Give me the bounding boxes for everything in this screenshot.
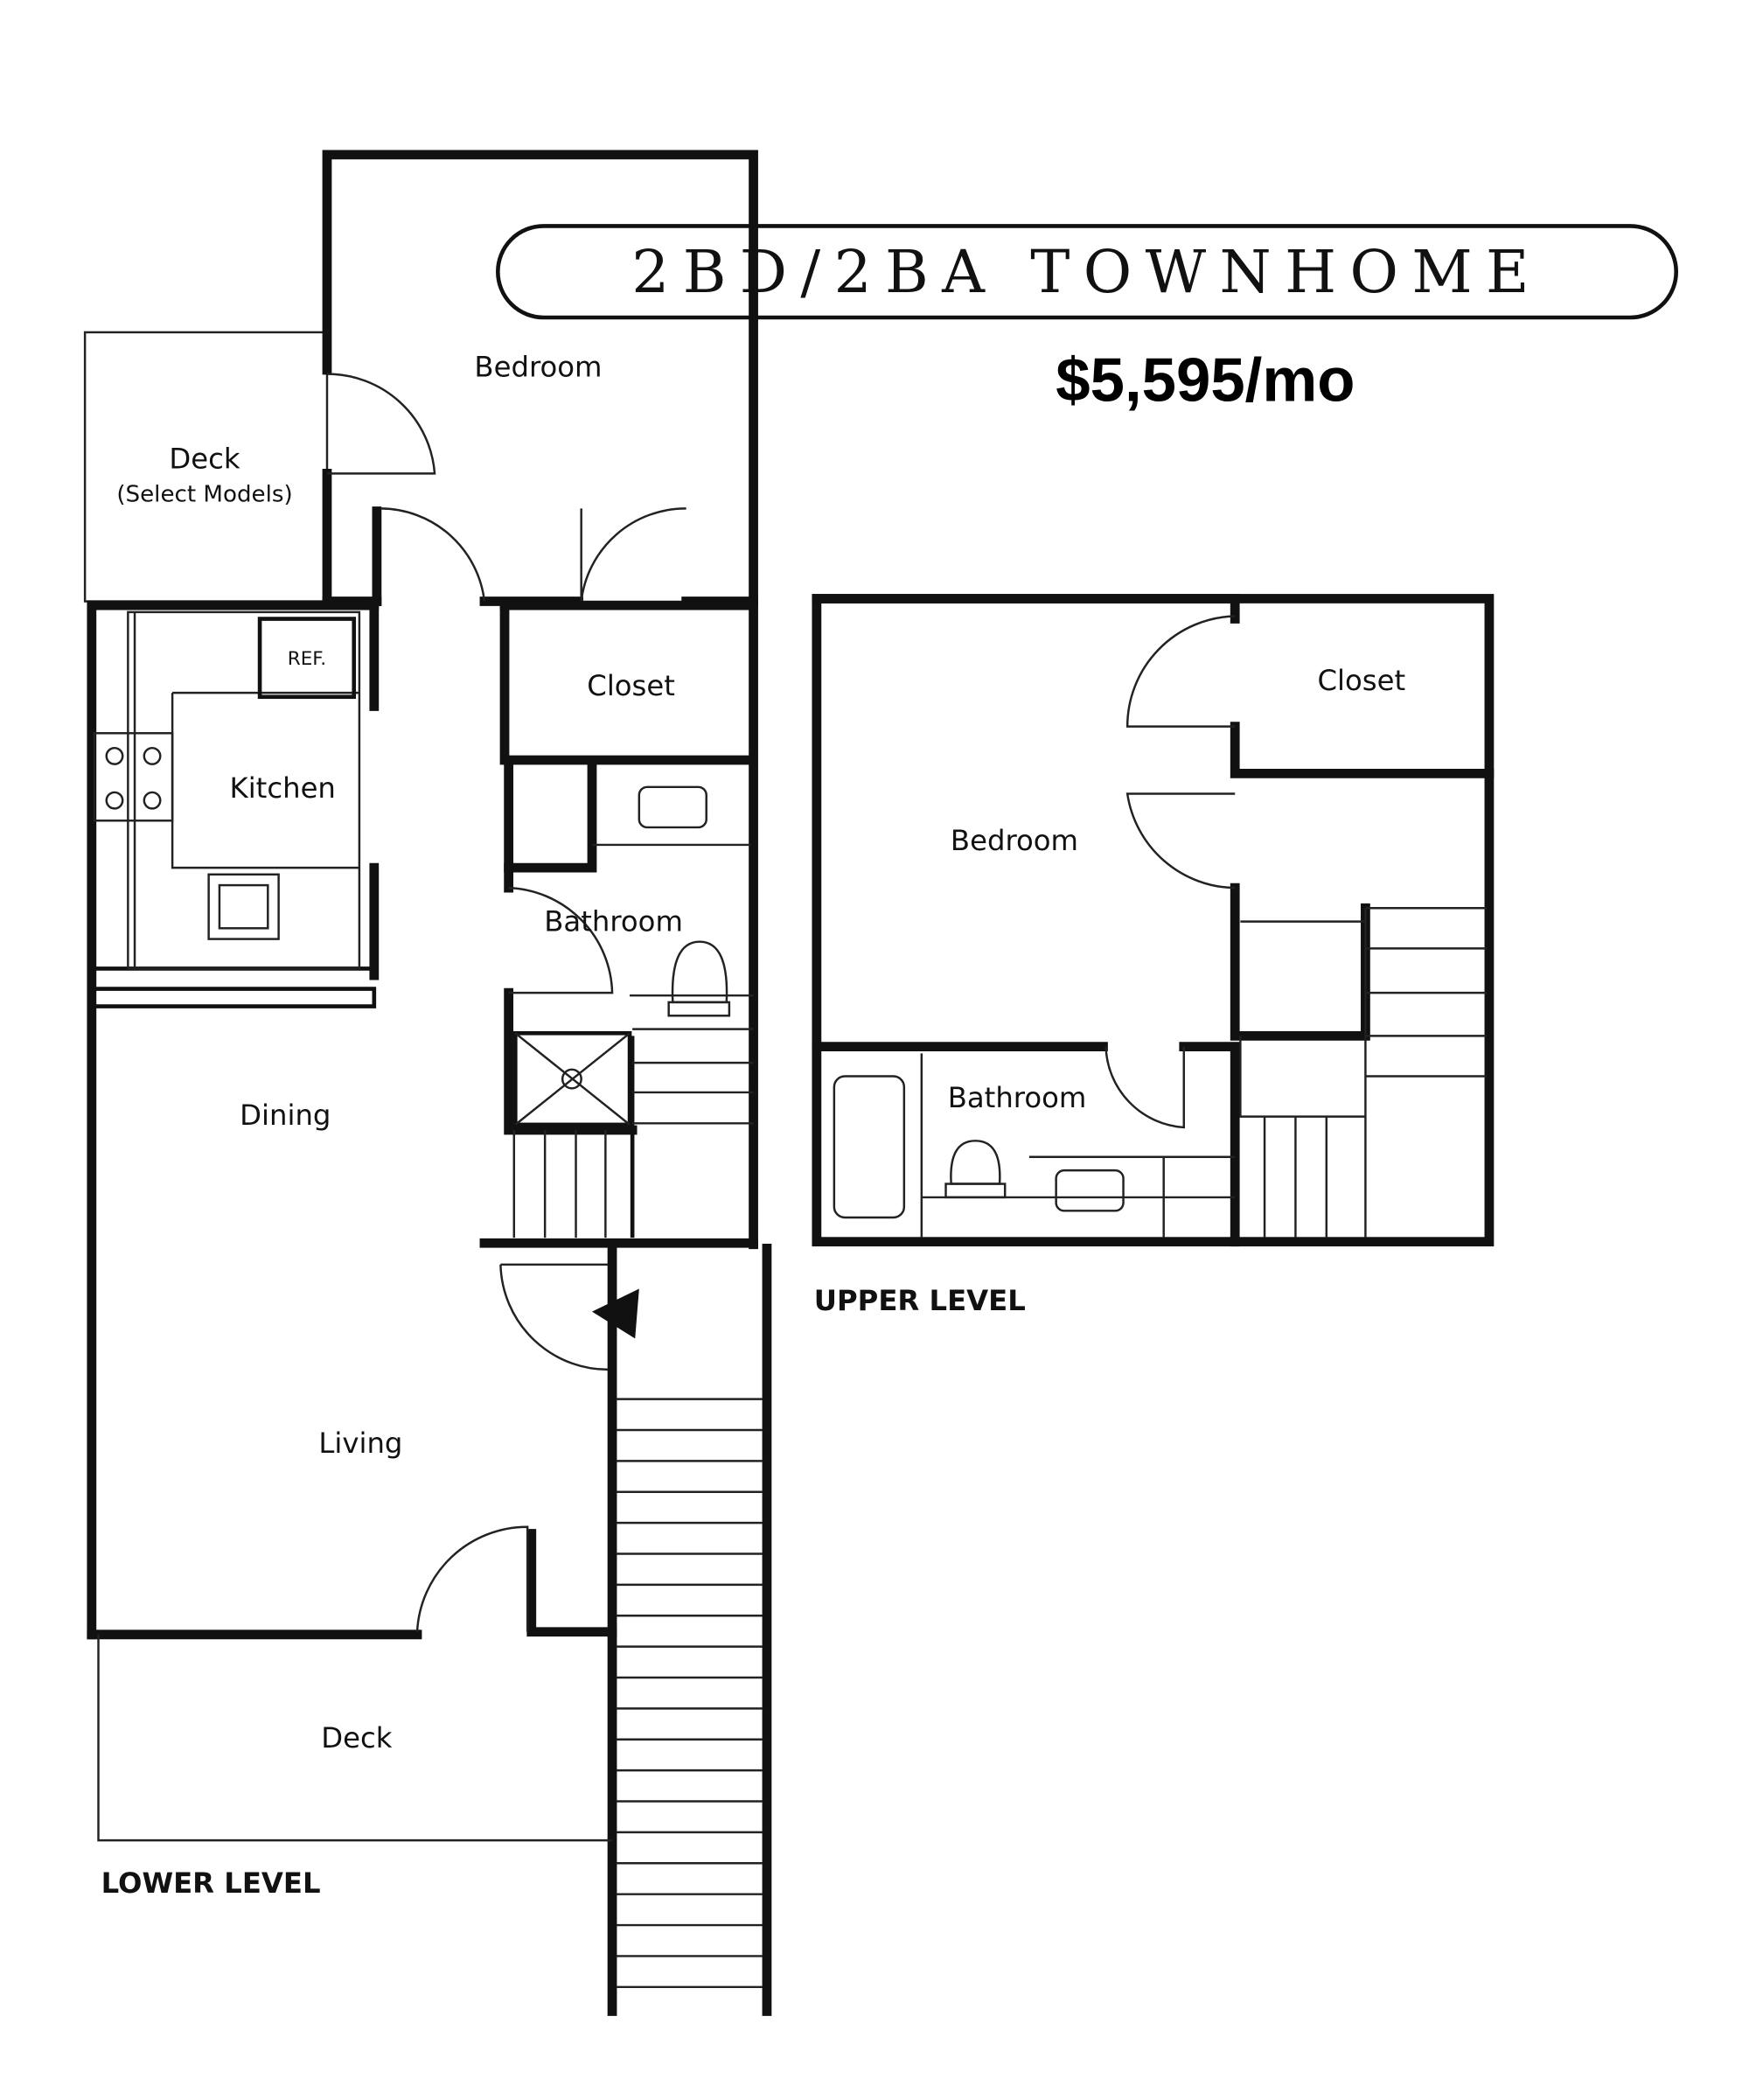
label-bathroom-upper: Bathroom <box>948 1081 1087 1114</box>
refrigerator <box>257 617 357 700</box>
title-banner: 2BD/2BA TOWNHOME <box>496 224 1679 320</box>
bath-sink <box>638 785 707 829</box>
label-ref: REF. <box>288 648 326 670</box>
label-closet-lower: Closet <box>587 669 675 702</box>
lower-stairs-long <box>607 1243 772 2016</box>
bathtub <box>833 1075 906 1219</box>
sink-icon <box>207 873 280 940</box>
lower-level-label: LOWER LEVEL <box>101 1866 321 1900</box>
toilet-icon <box>667 940 731 1017</box>
label-dining: Dining <box>240 1099 331 1132</box>
toilet-icon <box>944 1140 1007 1199</box>
upper-level-plan: Closet Bedroom Bathroom UPPER LEVEL <box>812 594 1495 1317</box>
price: $5,595/mo <box>1056 345 1355 414</box>
bath-sink <box>1055 1169 1125 1212</box>
label-living: Living <box>318 1427 402 1460</box>
label-bedroom-lower: Bedroom <box>474 351 602 384</box>
plan-title: 2BD/2BA TOWNHOME <box>631 237 1543 306</box>
shower-icon <box>513 1030 632 1127</box>
label-kitchen: Kitchen <box>230 771 336 805</box>
lower-level-plan: Bedroom Deck (Select Models) REF. Closet… <box>83 150 772 2016</box>
upper-level-label: UPPER LEVEL <box>814 1284 1026 1317</box>
label-bathroom-lower: Bathroom <box>544 904 683 938</box>
label-closet-upper: Closet <box>1317 664 1405 697</box>
label-deck-top: Deck <box>169 442 240 475</box>
label-deck-note: (Select Models) <box>116 482 292 508</box>
stove-icon <box>93 732 174 822</box>
label-bedroom-upper: Bedroom <box>951 824 1078 857</box>
lower-stairs-short <box>512 1036 754 1238</box>
upper-stairs <box>1263 906 1487 1238</box>
label-deck-bottom: Deck <box>321 1721 392 1755</box>
